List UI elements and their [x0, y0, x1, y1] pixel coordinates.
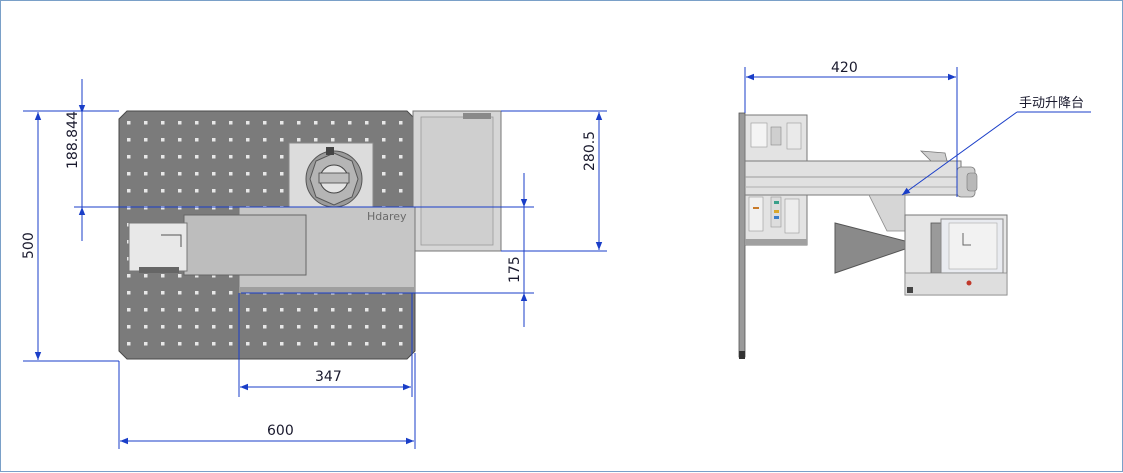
dim-overall-width-label: 600 — [267, 423, 294, 439]
dim-overall-height-label: 500 — [21, 232, 37, 259]
dim-lower-height-label: 175 — [507, 256, 523, 283]
side-view — [738, 112, 1008, 359]
dim-slide-width-label: 347 — [315, 369, 342, 385]
lifting-stage — [904, 214, 1008, 296]
dim-right-height-label: 280.5 — [582, 131, 598, 171]
sliding-carriage: Hdarey — [128, 206, 416, 294]
dim-top-offset-label: 188.844 — [65, 111, 81, 169]
vertical-post — [738, 112, 746, 358]
top-view: Hdarey — [74, 110, 534, 397]
dim-side-width-label: 420 — [831, 60, 858, 76]
red-indicator — [966, 280, 972, 286]
rotary-stage — [288, 142, 374, 208]
brand-logo: Hdarey — [367, 210, 407, 223]
leader-line — [901, 111, 1018, 196]
side-view-dimensions: 420 手动升降台 — [744, 60, 1091, 197]
lift-stage-note: 手动升降台 — [1019, 96, 1084, 111]
side-housing — [412, 110, 502, 252]
top-view-dimensions: 500 188.844 600 347 280.5 175 — [21, 79, 607, 449]
